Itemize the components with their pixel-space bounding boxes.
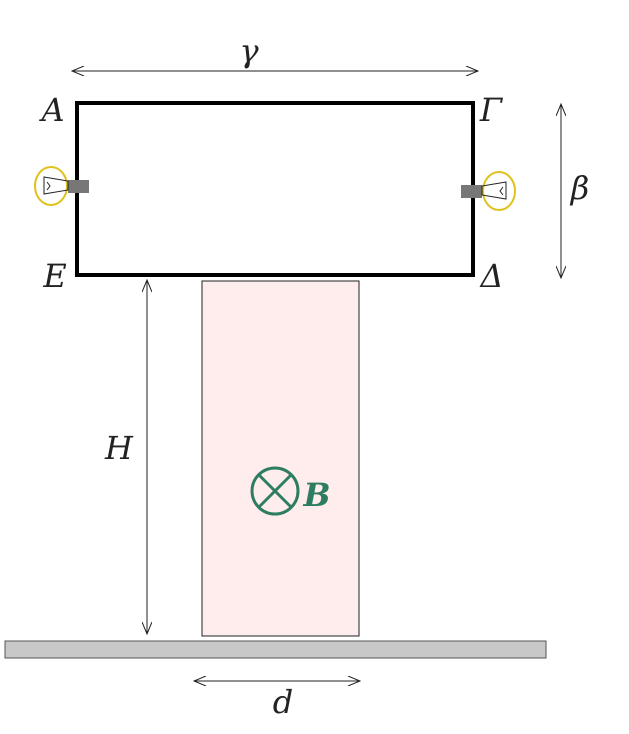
- corner-label-top-left: Α: [38, 91, 64, 129]
- corner-label-bottom-right: Δ: [478, 257, 503, 295]
- corner-label-bottom-left: Ε: [42, 257, 66, 295]
- light-bulb-icon: [461, 171, 516, 211]
- field-into-page-icon: [250, 466, 300, 516]
- height-label: H: [104, 429, 134, 467]
- light-bulb-icon: [34, 166, 89, 206]
- width-label: d: [273, 683, 293, 721]
- gamma-label: γ: [239, 32, 259, 70]
- conducting-loop: [75, 101, 475, 277]
- magnetic-field-region: [201, 280, 360, 637]
- field-label: B: [302, 476, 330, 514]
- ground-rail: [4, 640, 547, 659]
- corner-label-top-right: Γ: [479, 91, 504, 129]
- beta-label: β: [570, 169, 590, 207]
